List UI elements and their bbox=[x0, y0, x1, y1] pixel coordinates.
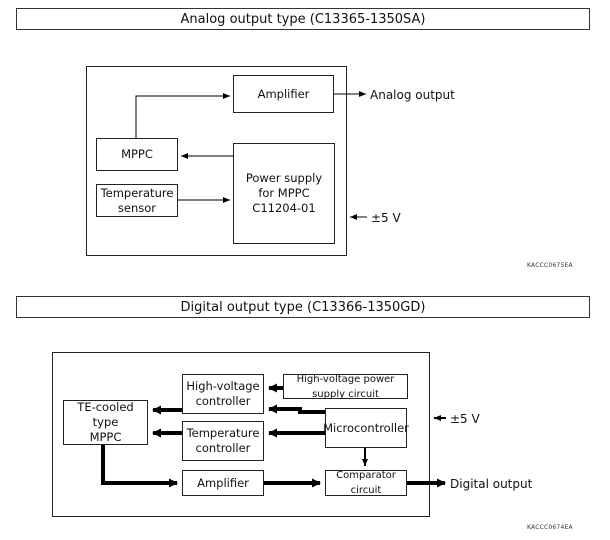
digital-temperature-controller-label: Temperature controller bbox=[186, 426, 260, 455]
analog-figure-code: KACCC0675EA bbox=[527, 262, 573, 269]
analog-power-label: ±5 V bbox=[371, 211, 401, 225]
analog-mppc-block: MPPC bbox=[96, 138, 178, 171]
wire-micro-to-hv-controller bbox=[268, 404, 325, 414]
analog-temperature-sensor-block: Temperature sensor bbox=[96, 184, 178, 217]
digital-hv-controller-block: High-voltage controller bbox=[182, 374, 264, 414]
analog-mppc-label: MPPC bbox=[121, 147, 153, 161]
digital-module-frame bbox=[52, 352, 430, 517]
wire-mppc-to-amplifier-digital bbox=[101, 445, 178, 488]
digital-microcontroller-label: Microcontroller bbox=[323, 420, 409, 435]
analog-power-supply-label: Power supply for MPPC C11204-01 bbox=[245, 171, 323, 215]
digital-hv-controller-label: High-voltage controller bbox=[186, 379, 260, 408]
digital-te-cooled-mppc-label: TE-cooled type MPPC bbox=[77, 400, 134, 444]
digital-title: Digital output type (C13366-1350GD) bbox=[180, 299, 426, 315]
digital-hv-power-supply-block: High-voltage power supply circuit bbox=[283, 373, 408, 400]
analog-amplifier-block: Amplifier bbox=[233, 75, 334, 113]
analog-title: Analog output type (C13365-1350SA) bbox=[180, 11, 426, 27]
digital-output-label: Digital output bbox=[450, 477, 533, 491]
digital-microcontroller-block: Microcontroller bbox=[323, 408, 409, 448]
analog-module-frame bbox=[86, 66, 347, 256]
wire-mppc-to-amplifier bbox=[135, 93, 230, 138]
analog-temperature-sensor-label: Temperature sensor bbox=[100, 185, 174, 215]
analog-output-label: Analog output bbox=[370, 88, 455, 102]
digital-power-label: ±5 V bbox=[450, 412, 480, 426]
analog-power-supply-block: Power supply for MPPC C11204-01 bbox=[233, 143, 335, 244]
analog-title-bar: Analog output type (C13365-1350SA) bbox=[16, 8, 590, 30]
digital-te-cooled-mppc-block: TE-cooled type MPPC bbox=[63, 400, 148, 445]
digital-temperature-controller-block: Temperature controller bbox=[182, 421, 264, 461]
analog-amplifier-label: Amplifier bbox=[257, 86, 310, 101]
digital-amplifier-block: Amplifier bbox=[182, 470, 264, 496]
digital-amplifier-label: Amplifier bbox=[197, 475, 249, 490]
digital-comparator-block: Comparator circuit bbox=[325, 470, 407, 496]
digital-title-bar: Digital output type (C13366-1350GD) bbox=[16, 296, 590, 318]
digital-figure-code: KACCC0674EA bbox=[527, 524, 573, 531]
digital-hv-power-supply-label: High-voltage power supply circuit bbox=[296, 373, 395, 400]
digital-comparator-label: Comparator circuit bbox=[336, 470, 396, 496]
